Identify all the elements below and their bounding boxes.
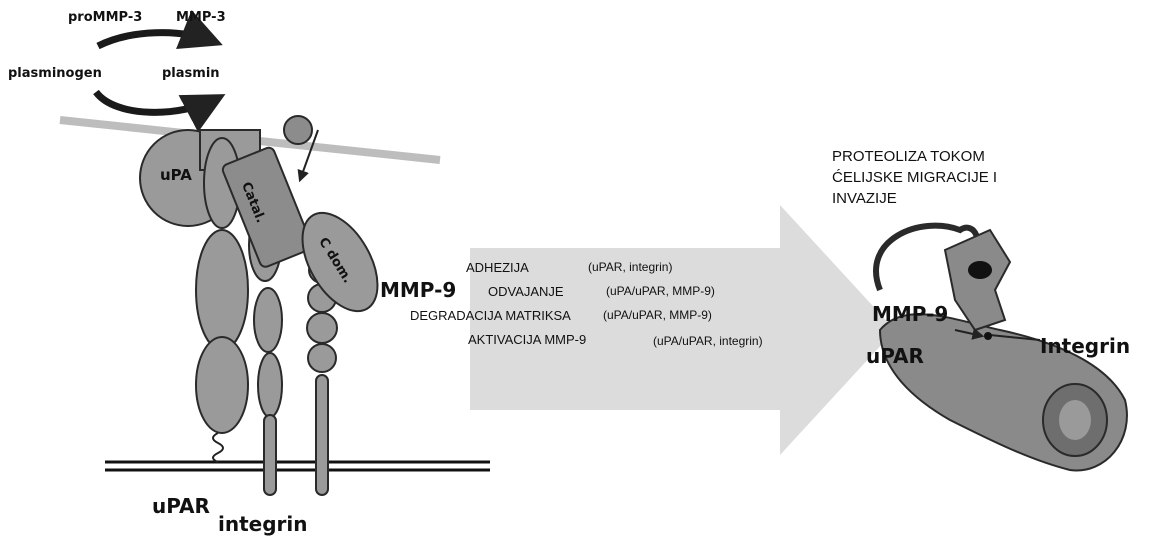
- label-integrin-left: integrin: [218, 512, 308, 536]
- label-promm3: proMMP-3: [68, 10, 142, 25]
- secondary-cell: [945, 230, 1010, 330]
- process-name-adhezija: ADHEZIJA: [466, 260, 529, 275]
- integrin-bead-4: [308, 344, 336, 372]
- process-name-aktivacija: AKTIVACIJA MMP-9: [468, 332, 586, 347]
- label-mmp3: MMP-3: [176, 10, 226, 25]
- integrin-tail-2: [316, 375, 328, 495]
- integrin-tail-1: [264, 415, 276, 495]
- process-molecules-aktivacija: (uPA/uPAR, integrin): [653, 334, 763, 348]
- integrin-bead-3: [307, 313, 337, 343]
- process-name-degradacija: DEGRADACIJA MATRIKSA: [410, 308, 571, 323]
- diagram-title: PROTEOLIZA TOKOM ĆELIJSKE MIGRACIJE I IN…: [832, 146, 1082, 209]
- label-integrin-right: Integrin: [1040, 334, 1130, 358]
- mmp3-activation-arrow: [98, 33, 215, 46]
- upar-gpi-anchor: [213, 433, 223, 462]
- label-mmp9-right: MMP-9: [872, 302, 948, 326]
- process-name-odvajanje: ODVAJANJE: [488, 284, 564, 299]
- cell-lumen-inner: [1059, 400, 1091, 440]
- secondary-cell-nucleus: [968, 261, 992, 279]
- upar-domain-2: [196, 230, 248, 350]
- label-plasmin: plasmin: [162, 66, 220, 81]
- integrin-domain-2: [254, 288, 282, 352]
- label-upa: uPA: [160, 166, 192, 184]
- title-line-2: ĆELIJSKE MIGRACIJE I: [832, 167, 1082, 188]
- label-upar-right: uPAR: [866, 344, 924, 368]
- label-mmp9-left: MMP-9: [380, 278, 456, 302]
- process-arrow: [470, 205, 895, 455]
- contact-point: [984, 332, 992, 340]
- title-line-3: INVAZIJE: [832, 188, 1082, 209]
- title-line-1: PROTEOLIZA TOKOM: [832, 146, 1082, 167]
- process-molecules-adhezija: (uPAR, integrin): [588, 260, 672, 274]
- label-plasminogen: plasminogen: [8, 66, 102, 81]
- mmp9-prodomain: [284, 116, 312, 144]
- process-molecules-degradacija: (uPA/uPAR, MMP-9): [603, 308, 712, 322]
- plasmin-activation-arrow: [96, 92, 218, 112]
- label-upar-left: uPAR: [152, 494, 210, 518]
- upar-domain-3: [196, 337, 248, 433]
- integrin-domain-3: [258, 353, 282, 417]
- process-molecules-odvajanje: (uPA/uPAR, MMP-9): [606, 284, 715, 298]
